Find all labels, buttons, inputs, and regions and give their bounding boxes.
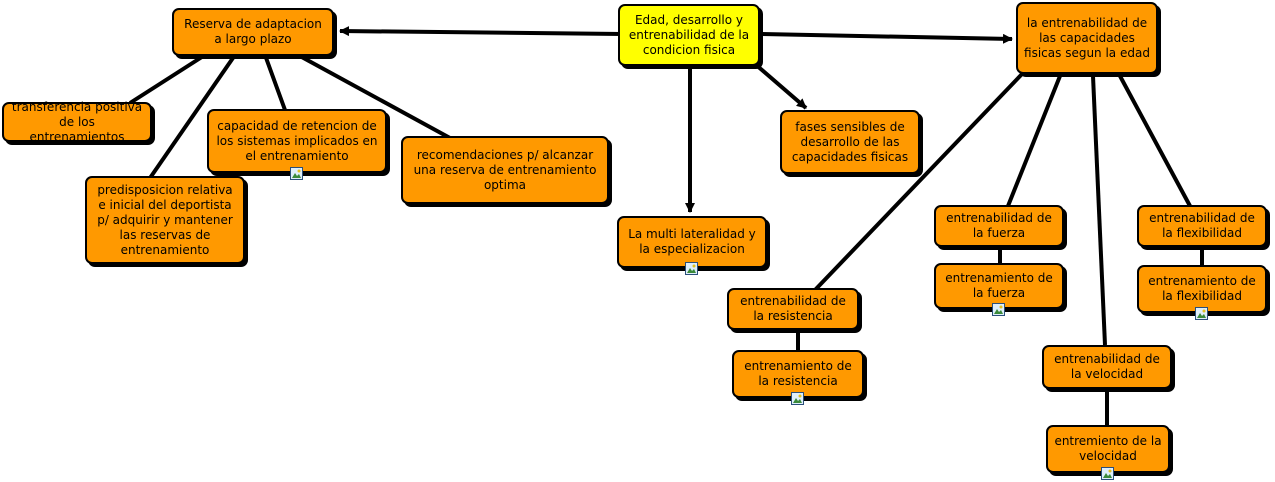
entrenamiento-flexibilidad-label: entrenamiento de la flexibilidad [1148, 274, 1256, 303]
entrenamiento-fuerza-label: entrenamiento de la fuerza [945, 271, 1053, 300]
entrenamiento-resistencia-node[interactable]: entrenamiento de la resistencia [732, 350, 864, 405]
image-resource-icon[interactable] [791, 392, 804, 405]
entrenabilidad-capacidades-node[interactable]: la entrenabilidad de las capacidades fis… [1016, 2, 1158, 74]
arrow-root-to-reserva [339, 26, 623, 37]
entrenabilidad-resistencia-label: entrenabilidad de la resistencia [740, 294, 846, 323]
reserva-node[interactable]: Reserva de adaptacion a largo plazo [172, 8, 334, 56]
reserva-label: Reserva de adaptacion a largo plazo [184, 17, 322, 46]
link-cap-velocidad [1091, 75, 1107, 346]
multilateralidad-label: La multi lateralidad y la especializacio… [628, 227, 756, 256]
predisposicion-label: predisposicion relativa e inicial del de… [97, 182, 233, 257]
entrenamiento-velocidad-label: entremiento de la velocidad [1054, 434, 1162, 463]
entrenabilidad-fuerza-node[interactable]: entrenabilidad de la fuerza [934, 205, 1064, 247]
transferencia-node[interactable]: transferencia positiva de los entrenamie… [2, 99, 152, 144]
link-reserva-recomendaciones [297, 53, 451, 140]
entrenabilidad-resistencia-node[interactable]: entrenabilidad de la resistencia [727, 288, 859, 330]
link-cap-flexibilidad [1118, 75, 1192, 207]
image-resource-icon[interactable] [992, 303, 1005, 316]
link-reserva-retencion [263, 54, 287, 111]
link-cap-fuerza [1006, 75, 1062, 207]
arrow-root-to-entrenabilidad [759, 32, 1013, 44]
fases-sensibles-label: fases sensibles de desarrollo de las cap… [791, 119, 909, 164]
entrenabilidad-flexibilidad-label: entrenabilidad de la flexibilidad [1149, 211, 1255, 240]
entrenamiento-flexibilidad-node[interactable]: entrenamiento de la flexibilidad [1137, 265, 1267, 320]
entrenabilidad-capacidades-label: la entrenabilidad de las capacidades fis… [1024, 15, 1150, 60]
entrenabilidad-velocidad-label: entrenabilidad de la velocidad [1054, 352, 1160, 381]
entrenabilidad-fuerza-label: entrenabilidad de la fuerza [946, 211, 1052, 240]
transferencia-label: transferencia positiva de los entrenamie… [11, 99, 143, 144]
capacidad-retencion-node[interactable]: capacidad de retencion de los sistemas i… [207, 109, 387, 180]
entrenamiento-velocidad-node[interactable]: entremiento de la velocidad [1046, 425, 1170, 480]
image-resource-icon[interactable] [1195, 307, 1208, 320]
recomendaciones-node[interactable]: recomendaciones p/ alcanzar una reserva … [401, 136, 609, 204]
predisposicion-node[interactable]: predisposicion relativa e inicial del de… [85, 176, 245, 264]
link-cap-resistencia [813, 72, 1024, 292]
capacidad-retencion-label: capacidad de retencion de los sistemas i… [216, 118, 378, 163]
recomendaciones-label: recomendaciones p/ alcanzar una reserva … [413, 147, 597, 192]
entrenabilidad-flexibilidad-node[interactable]: entrenabilidad de la flexibilidad [1137, 205, 1267, 247]
link-reserva-transferencia [128, 53, 207, 105]
arrow-root-to-fases [753, 62, 808, 110]
multilateralidad-node[interactable]: La multi lateralidad y la especializacio… [617, 216, 767, 275]
image-resource-icon[interactable] [290, 167, 303, 180]
link-reserva-predisposicion [148, 53, 237, 180]
entrenamiento-fuerza-node[interactable]: entrenamiento de la fuerza [934, 263, 1064, 316]
image-resource-icon[interactable] [1101, 467, 1114, 480]
entrenamiento-resistencia-label: entrenamiento de la resistencia [744, 359, 852, 388]
root-concept-label: Edad, desarrollo y entrenabilidad de la … [628, 12, 750, 57]
entrenabilidad-velocidad-node[interactable]: entrenabilidad de la velocidad [1042, 345, 1172, 389]
root-concept-node[interactable]: Edad, desarrollo y entrenabilidad de la … [618, 4, 760, 66]
image-resource-icon[interactable] [685, 262, 698, 275]
fases-sensibles-node[interactable]: fases sensibles de desarrollo de las cap… [780, 110, 920, 174]
